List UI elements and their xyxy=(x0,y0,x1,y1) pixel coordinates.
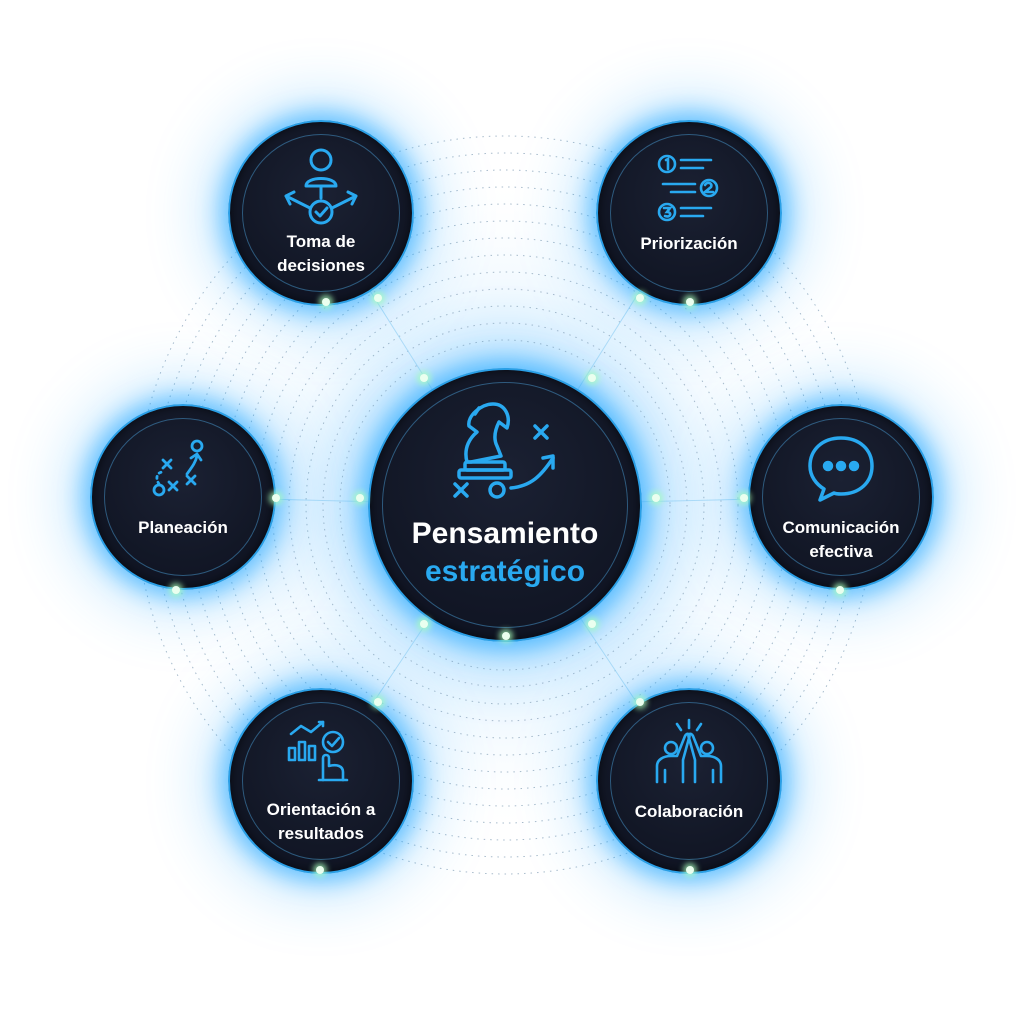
glow-dot xyxy=(636,294,644,302)
node-label-line1: Comunicación xyxy=(782,518,900,537)
glow-dot xyxy=(588,620,596,628)
dotted-ring xyxy=(305,305,705,705)
glow-dot xyxy=(374,698,382,706)
glow-dot xyxy=(356,494,364,502)
speech-bubble-icon xyxy=(808,436,874,502)
dotted-ring xyxy=(322,322,688,688)
node-label-line2: decisiones xyxy=(277,256,365,275)
glow-dot xyxy=(636,698,644,706)
glow-dot xyxy=(172,586,180,594)
numbered-list-icon xyxy=(657,154,719,222)
node-colaboracion: Colaboración xyxy=(596,688,782,874)
node-orientacion-a-resultados: Orientación a resultados xyxy=(228,688,414,874)
results-chart-hand-icon xyxy=(287,720,349,782)
node-label-line1: Colaboración xyxy=(634,802,744,821)
glow-dot xyxy=(420,374,428,382)
node-label-line1: Priorización xyxy=(640,234,738,253)
node-label-line1: Planeación xyxy=(138,518,228,537)
node-planeacion: Planeación xyxy=(90,404,276,590)
node-comunicacion-efectiva: Comunicación efectiva xyxy=(748,404,934,590)
glow-dot xyxy=(374,294,382,302)
glow-dot xyxy=(740,494,748,502)
node-label-line1: Orientación a xyxy=(266,800,376,819)
dotted-ring xyxy=(288,288,722,722)
dotted-ring xyxy=(339,339,671,671)
glow-dot xyxy=(836,586,844,594)
node-label-line2: efectiva xyxy=(809,542,873,561)
chess-knight-strategy-icon xyxy=(453,402,555,499)
node-label-line1: Toma de xyxy=(286,232,356,251)
glow-dot xyxy=(686,298,694,306)
dotted-ring xyxy=(271,271,739,739)
node-toma-de-decisiones: Toma de decisiones xyxy=(228,120,414,306)
glow-dot xyxy=(686,866,694,874)
node-priorizacion: Priorización xyxy=(596,120,782,306)
glow-dot xyxy=(272,494,280,502)
glow-dot xyxy=(502,632,510,640)
play-diagram-icon xyxy=(152,439,204,497)
node-label-line2: resultados xyxy=(278,824,364,843)
glow-dot xyxy=(316,866,324,874)
decision-person-arrows-icon xyxy=(284,148,358,225)
center-title-line1: Pensamiento xyxy=(411,517,599,550)
glow-dot xyxy=(588,374,596,382)
center-node-pensamiento-estrategico: Pensamiento estratégico xyxy=(368,368,642,642)
center-title-line2: estratégico xyxy=(424,555,586,588)
glow-dot xyxy=(322,298,330,306)
high-five-icon xyxy=(655,718,723,784)
glow-dot xyxy=(420,620,428,628)
glow-dot xyxy=(652,494,660,502)
